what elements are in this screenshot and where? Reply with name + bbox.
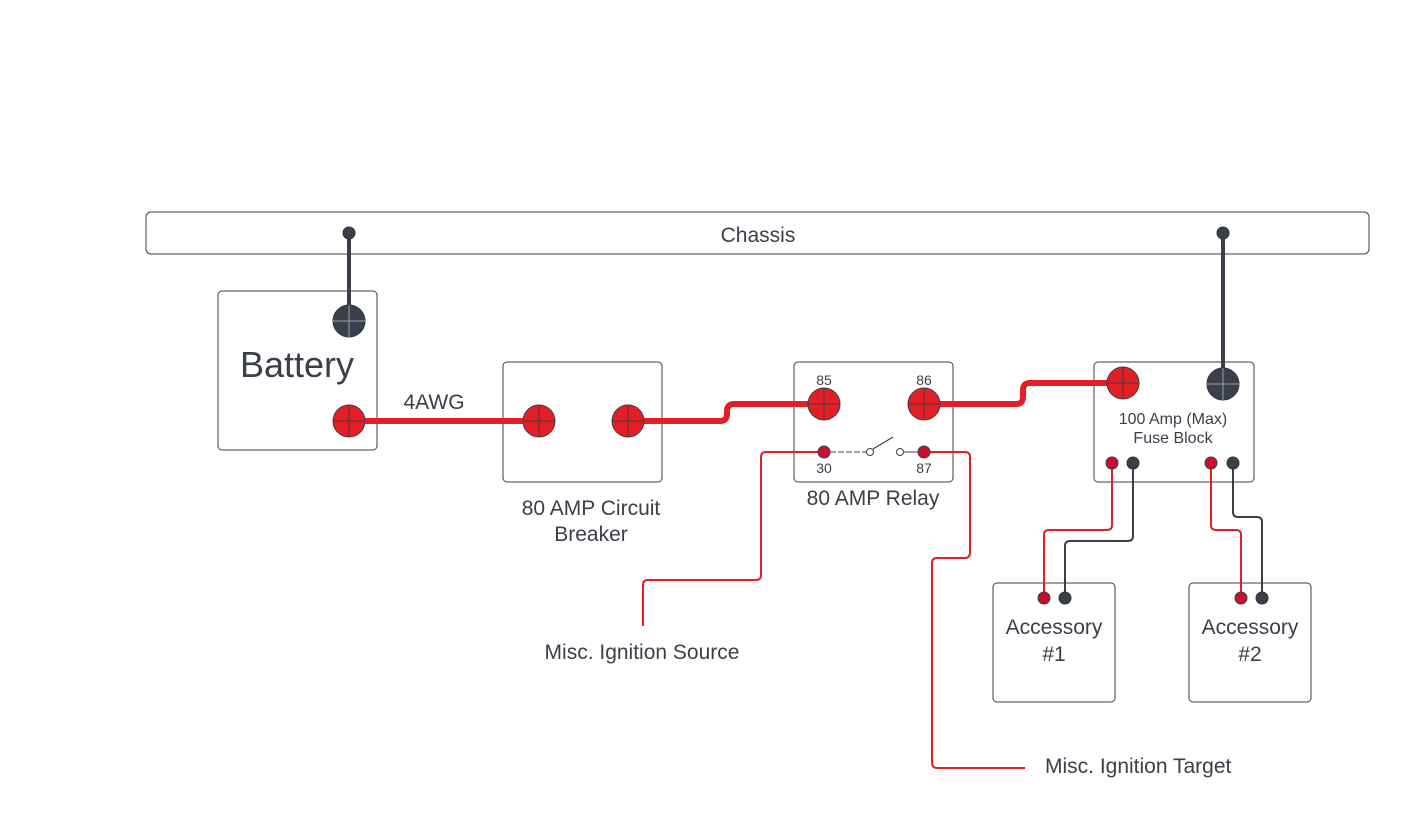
- ignition-source-label: Misc. Ignition Source: [545, 641, 740, 664]
- relay-terminal-30[interactable]: [817, 445, 831, 459]
- chassis-bar[interactable]: [145, 211, 1370, 255]
- chassis-ground-point-1[interactable]: [342, 226, 356, 240]
- breaker-output-terminal[interactable]: [611, 404, 645, 438]
- main-power-wire-relay-fuseblock[interactable]: [924, 380, 1123, 407]
- ignition-source-wire[interactable]: [642, 451, 824, 626]
- fuse-block-output-2-positive[interactable]: [1204, 456, 1218, 470]
- accessory-2-ground-wire[interactable]: [1232, 463, 1263, 598]
- wire-gauge-label: 4AWG: [403, 391, 464, 414]
- chassis-label: Chassis: [721, 224, 796, 247]
- accessory-2-positive-wire[interactable]: [1210, 463, 1242, 598]
- accessory-1-positive-terminal[interactable]: [1037, 591, 1051, 605]
- chassis[interactable]: Chassis: [145, 211, 1370, 255]
- relay-switch-symbol: [830, 436, 918, 456]
- circuit-breaker-label-line1: 80 AMP Circuit: [522, 497, 661, 520]
- fuse-block-label-line1: 100 Amp (Max): [1119, 411, 1227, 428]
- fuse-block-output-1-ground[interactable]: [1126, 456, 1140, 470]
- relay-label: 80 AMP Relay: [807, 487, 940, 510]
- accessory-1-label-line1: Accessory: [1006, 616, 1103, 639]
- breaker-input-terminal[interactable]: [522, 404, 556, 438]
- accessory-1-ground-terminal[interactable]: [1058, 591, 1072, 605]
- fuse-block-positive-terminal[interactable]: [1106, 366, 1140, 400]
- main-power-wire-breaker-relay[interactable]: [628, 401, 824, 424]
- fuse-block-output-2-ground[interactable]: [1226, 456, 1240, 470]
- accessory-2-positive-terminal[interactable]: [1234, 591, 1248, 605]
- relay-pin-85-label: 85: [816, 372, 832, 388]
- battery-positive-terminal[interactable]: [332, 404, 366, 438]
- accessory-1-label-line2: #1: [1042, 643, 1065, 666]
- fuse-block-label-line2: Fuse Block: [1133, 430, 1213, 447]
- battery-label: Battery: [240, 344, 354, 385]
- circuit-breaker-label-line2: Breaker: [554, 523, 628, 546]
- relay-pin-30-label: 30: [816, 460, 832, 476]
- accessory-2-box[interactable]: [1188, 582, 1312, 703]
- relay-terminal-85[interactable]: [807, 387, 841, 421]
- fuse-block-ground-terminal[interactable]: [1206, 367, 1240, 401]
- accessory-2-ground-terminal[interactable]: [1255, 591, 1269, 605]
- relay-pin-86-label: 86: [916, 372, 932, 388]
- relay-pin-87-label: 87: [916, 460, 932, 476]
- chassis-ground-point-2[interactable]: [1216, 226, 1230, 240]
- relay-terminal-87[interactable]: [917, 445, 931, 459]
- fuse-block-output-1-positive[interactable]: [1105, 456, 1119, 470]
- accessory-1-ground-wire[interactable]: [1064, 463, 1134, 598]
- ignition-target-label: Misc. Ignition Target: [1045, 755, 1232, 778]
- accessory-2-label-line1: Accessory: [1202, 616, 1299, 639]
- accessory-2-label-line2: #2: [1238, 643, 1261, 666]
- ignition-target-wire[interactable]: [924, 451, 1025, 769]
- battery-negative-terminal[interactable]: [332, 304, 366, 338]
- relay-terminal-86[interactable]: [907, 387, 941, 421]
- accessory-1-positive-wire[interactable]: [1043, 463, 1113, 598]
- accessory-1-box[interactable]: [992, 582, 1116, 703]
